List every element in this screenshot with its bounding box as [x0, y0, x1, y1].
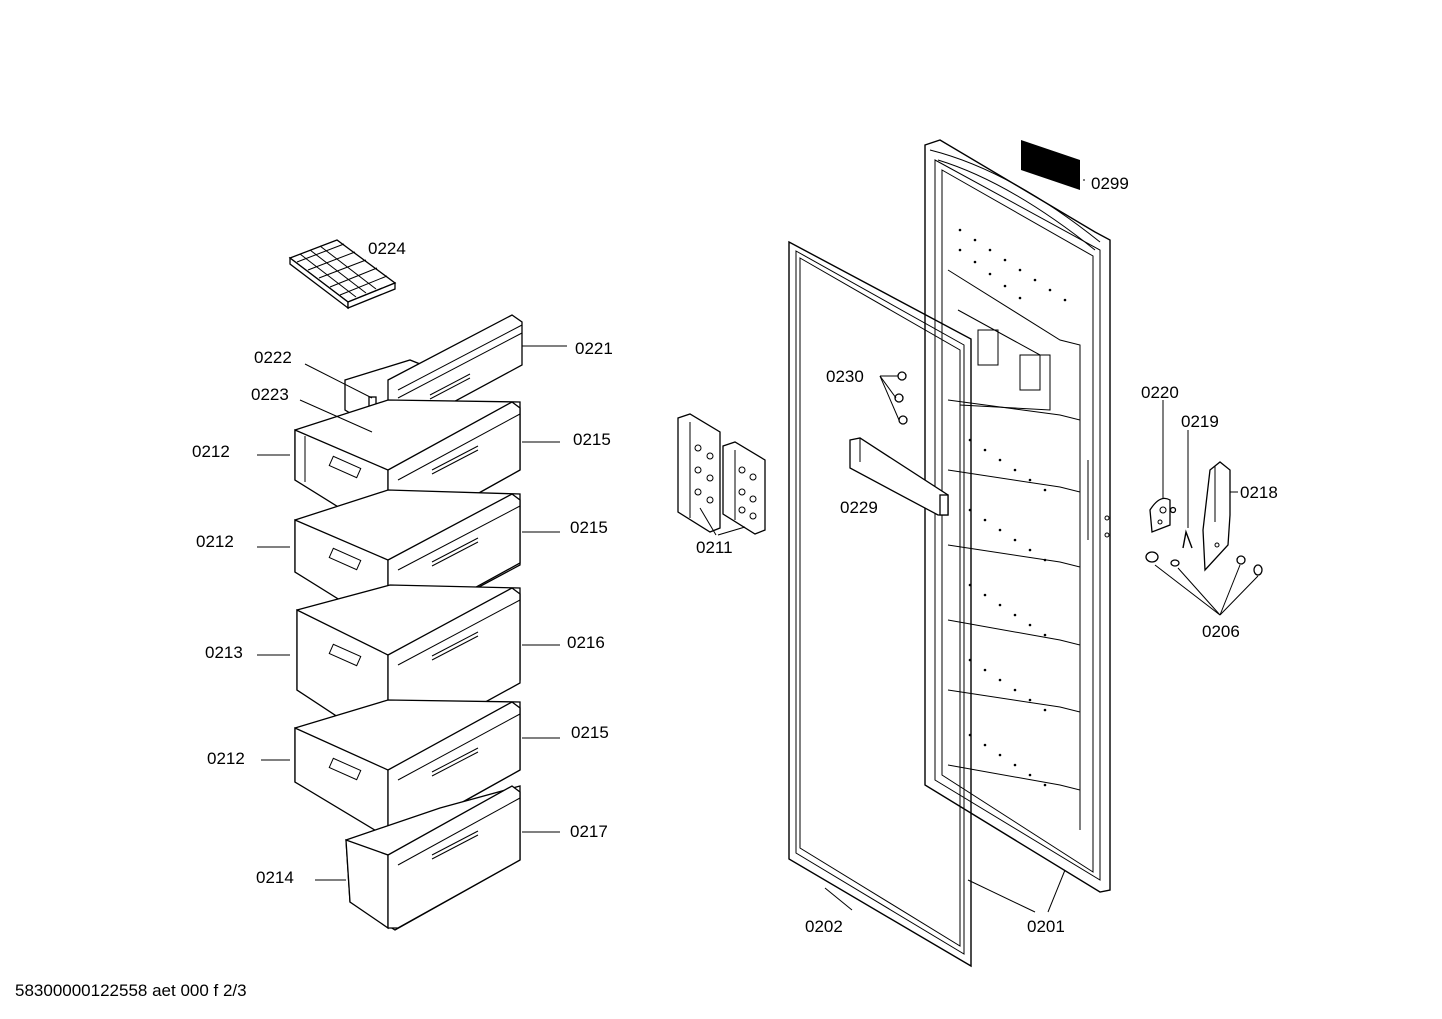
cold-pack-right — [722, 441, 766, 535]
label-0230: 0230 — [826, 367, 864, 386]
label-0299: 0299 — [1091, 174, 1129, 193]
label-0212-c: 0212 — [207, 749, 245, 768]
door-dot-pattern — [958, 228, 1067, 787]
label-0219: 0219 — [1181, 412, 1219, 431]
label-0215-c: 0215 — [571, 723, 609, 742]
hinge-small-parts — [1145, 551, 1263, 576]
leader-lines — [257, 179, 1259, 913]
drawer-4 — [294, 699, 521, 841]
label-0206: 0206 — [1202, 622, 1240, 641]
part-labels: 0224 0222 0221 0223 0212 0215 0212 0215 … — [192, 174, 1278, 936]
label-0215-b: 0215 — [570, 518, 608, 537]
label-0224: 0224 — [368, 239, 406, 258]
hinge-spring — [1182, 529, 1193, 549]
label-0212-b: 0212 — [196, 532, 234, 551]
hinge-bracket — [1202, 461, 1231, 572]
label-0217: 0217 — [570, 822, 608, 841]
hinge-cover — [1149, 497, 1177, 533]
door-gasket — [788, 240, 972, 968]
label-0214: 0214 — [256, 868, 294, 887]
label-0229: 0229 — [840, 498, 878, 517]
label-0216: 0216 — [567, 633, 605, 652]
label-0211: 0211 — [696, 538, 733, 557]
label-0220: 0220 — [1141, 383, 1179, 402]
label-0201: 0201 — [1027, 917, 1065, 936]
handle-bar — [849, 437, 949, 516]
label-0223: 0223 — [251, 385, 289, 404]
label-0221: 0221 — [575, 339, 613, 358]
cold-pack-left — [677, 413, 721, 533]
ice-tray — [288, 239, 397, 310]
label-plate — [1021, 140, 1080, 190]
drawing-reference-footer: 58300000122558 aet 000 f 2/3 — [15, 981, 247, 1000]
screws — [894, 371, 908, 425]
label-0212-a: 0212 — [192, 442, 230, 461]
drawer-5-bottom — [345, 785, 521, 931]
label-0222: 0222 — [254, 348, 292, 367]
label-0202: 0202 — [805, 917, 843, 936]
label-0218: 0218 — [1240, 483, 1278, 502]
label-0213: 0213 — [205, 643, 243, 662]
label-0215-a: 0215 — [573, 430, 611, 449]
door-panel — [924, 139, 1111, 893]
